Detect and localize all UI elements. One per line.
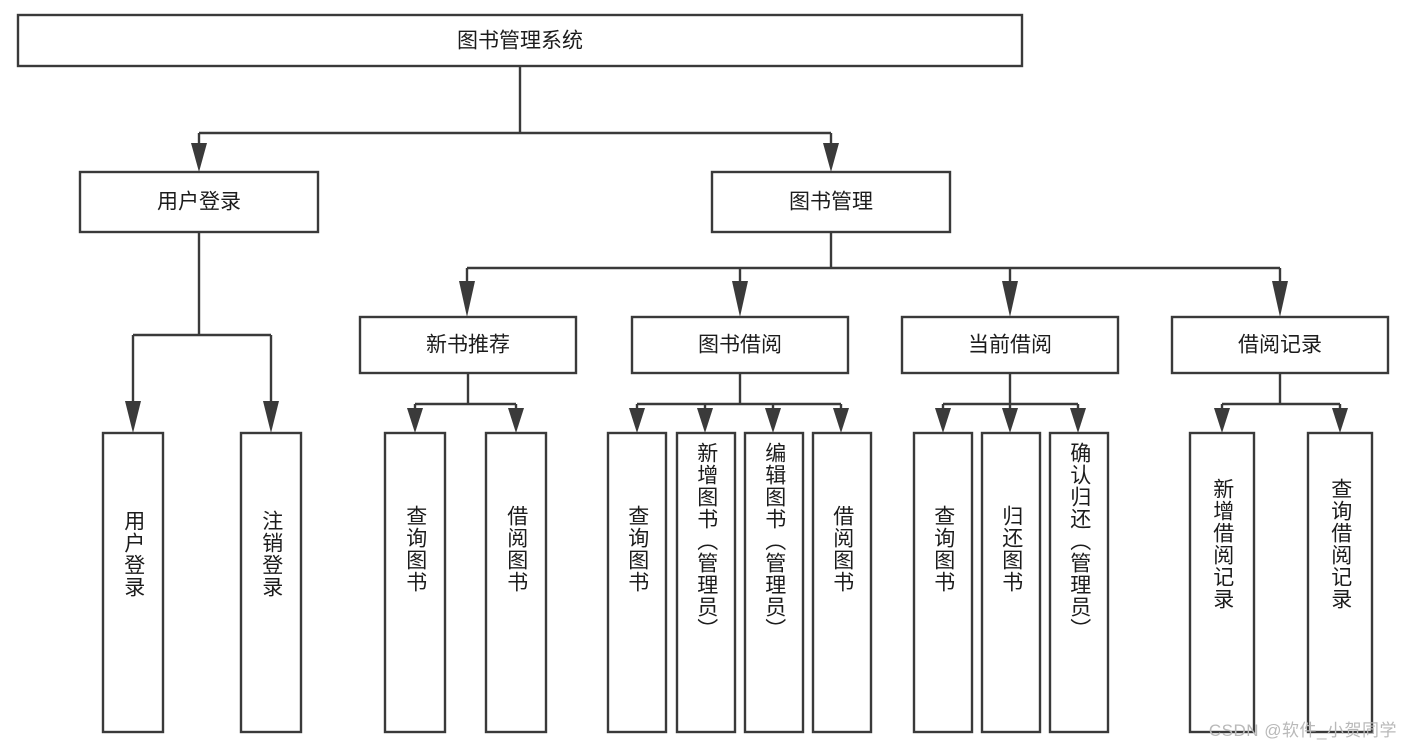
connector-current-borrow-to-leaves <box>935 373 1086 433</box>
node-borrow-records[interactable]: 借阅记录 <box>1170 315 1390 375</box>
current-borrow-box[interactable] <box>900 315 1120 375</box>
arrow-to-book-mgmt <box>823 143 839 172</box>
connector-book-borrow-to-leaves <box>629 373 849 433</box>
connector-book-mgmt-to-level3 <box>459 232 1288 317</box>
leaf-box-borrow-lend[interactable] <box>811 431 873 734</box>
connector-root-to-level2 <box>191 66 839 172</box>
connector-new-book-to-leaves <box>407 373 524 433</box>
leaf-box-current-return[interactable] <box>980 431 1042 734</box>
node-book-borrow[interactable]: 图书借阅 <box>630 315 850 375</box>
borrow-records-label: 借阅记录 <box>1238 334 1322 357</box>
csdn-watermark: CSDN @软件_小贺同学 <box>1208 721 1397 740</box>
node-root-system[interactable]: 图书管理系统 <box>16 13 1024 68</box>
node-user-login[interactable]: 用户登录 <box>78 170 320 234</box>
leaf-box-borrow-edit[interactable] <box>743 431 805 734</box>
leaf-box-borrow-query[interactable] <box>606 431 668 734</box>
connector-user-login-to-leaves <box>125 232 279 433</box>
user-login-label: 用户登录 <box>157 191 241 214</box>
user-login-box[interactable] <box>78 170 320 234</box>
leaf-box-records-add[interactable] <box>1188 431 1256 734</box>
book-borrow-label: 图书借阅 <box>698 334 782 357</box>
node-new-book-recommend[interactable]: 新书推荐 <box>358 315 578 375</box>
leaf-box-newbook-query[interactable] <box>383 431 447 734</box>
new-book-recommend-label: 新书推荐 <box>426 334 510 357</box>
new-book-recommend-box[interactable] <box>358 315 578 375</box>
leaf-box-user-login-logout[interactable] <box>239 431 303 734</box>
current-borrow-label: 当前借阅 <box>968 334 1052 357</box>
leaf-box-current-query[interactable] <box>912 431 974 734</box>
leaf-box-records-query[interactable] <box>1306 431 1374 734</box>
leaf-box-borrow-add[interactable] <box>675 431 737 734</box>
node-current-borrow[interactable]: 当前借阅 <box>900 315 1120 375</box>
leaf-box-current-confirm[interactable] <box>1048 431 1110 734</box>
root-label: 图书管理系统 <box>457 30 583 53</box>
book-management-label: 图书管理 <box>789 191 873 214</box>
node-book-management[interactable]: 图书管理 <box>710 170 952 234</box>
root-box[interactable] <box>16 13 1024 68</box>
leaf-box-newbook-borrow[interactable] <box>484 431 548 734</box>
leaf-box-user-login-login[interactable] <box>101 431 165 734</box>
arrow-to-user-login <box>191 143 207 172</box>
connector-borrow-records-to-leaves <box>1214 373 1348 433</box>
